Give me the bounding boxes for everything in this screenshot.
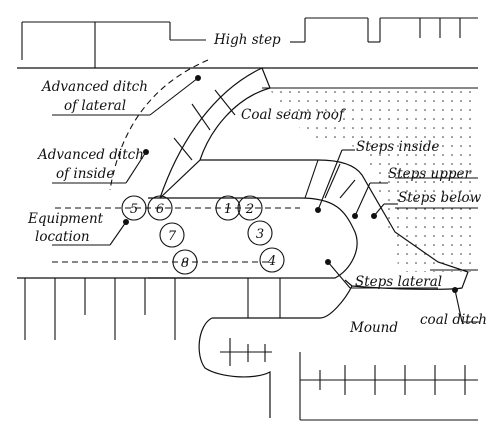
equipment-2-marker — [237, 195, 263, 221]
high-step-region — [17, 17, 478, 69]
label-equipment-location-line1: Equipment — [27, 211, 104, 227]
equipment-7-marker — [159, 222, 185, 248]
label-high-step: High step — [213, 32, 281, 48]
label-equipment-location-line2: location — [35, 229, 90, 245]
equipment-8-marker — [172, 249, 198, 275]
label-steps-upper: Steps upper — [388, 166, 472, 182]
label-advanced-ditch-inside-line2: of inside — [56, 166, 114, 182]
equipment-6-label: 6 — [156, 202, 164, 217]
label-coal-ditch: coal ditch — [420, 312, 487, 328]
label-advanced-ditch-lateral-line1: Advanced ditch — [40, 79, 148, 95]
label-steps-inside: Steps inside — [356, 139, 439, 155]
equipment-3-marker — [247, 220, 273, 246]
label-coal-seam-roof: Coal seam roof — [241, 107, 346, 123]
equipment-markers: 5 6 1 2 7 3 8 4 — [121, 195, 285, 275]
advanced-ditch-of-lateral-line — [109, 59, 209, 191]
equipment-5-label: 5 — [130, 202, 138, 217]
equipment-4-marker — [259, 247, 285, 273]
lower-steps-region — [17, 277, 478, 421]
label-advanced-ditch-inside-line1: Advanced ditch — [36, 147, 144, 163]
coal-seam-area — [262, 87, 478, 272]
equipment-7-label: 7 — [168, 229, 177, 244]
leader-lines — [52, 75, 480, 323]
label-advanced-ditch-lateral-line2: of lateral — [64, 98, 126, 114]
equipment-5-marker — [121, 195, 147, 221]
equipment-3-label: 3 — [256, 227, 264, 242]
label-mound: Mound — [349, 320, 398, 336]
equipment-2-label: 2 — [245, 202, 254, 217]
equipment-4-label: 4 — [267, 254, 276, 269]
equipment-6-marker — [147, 195, 173, 221]
label-steps-lateral: Steps lateral — [355, 274, 442, 290]
label-steps-below: Steps below — [398, 190, 482, 206]
equipment-1-marker — [215, 195, 241, 221]
equipment-8-label: 8 — [181, 256, 189, 271]
equipment-1-label: 1 — [224, 202, 232, 217]
